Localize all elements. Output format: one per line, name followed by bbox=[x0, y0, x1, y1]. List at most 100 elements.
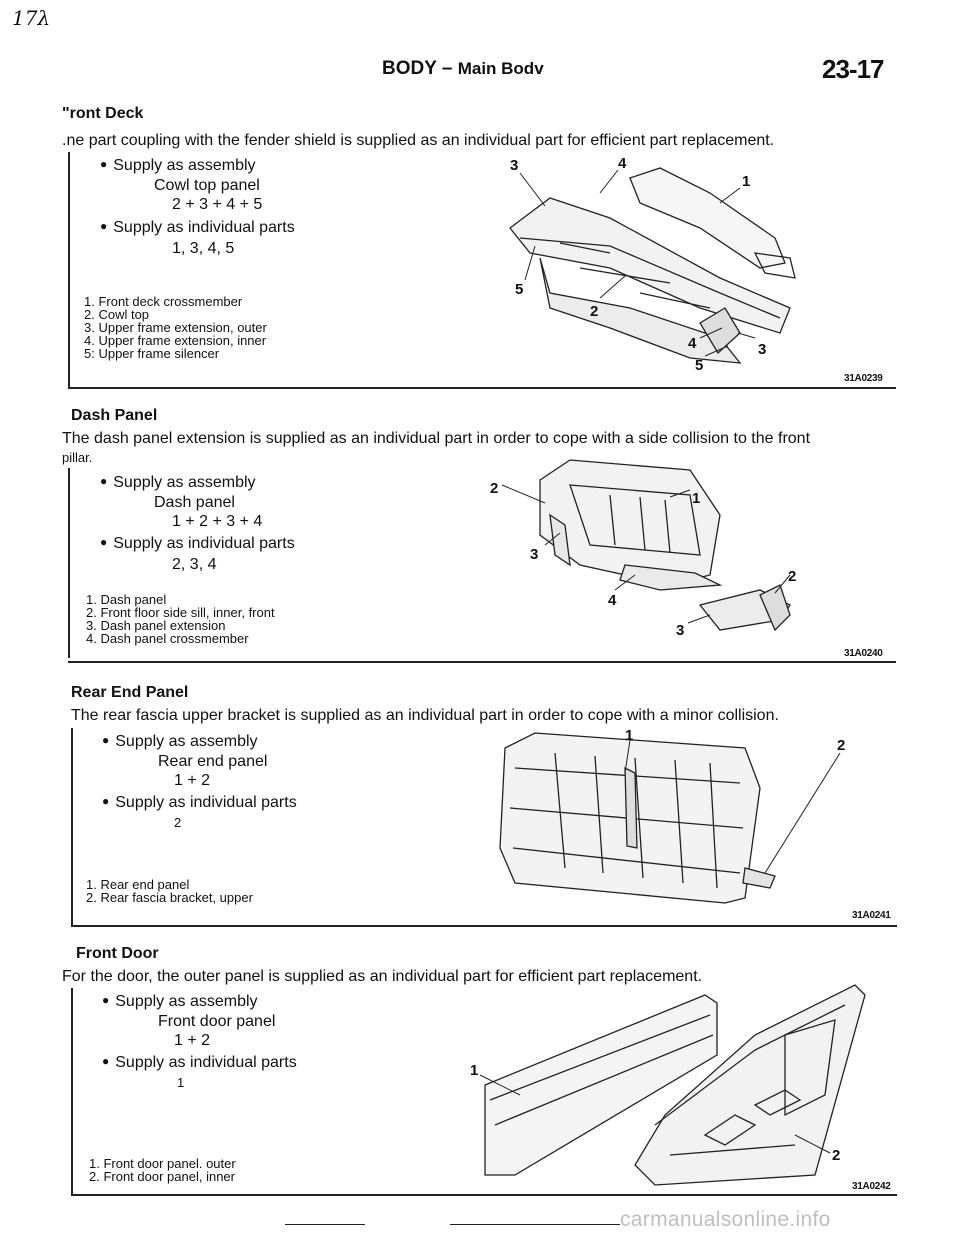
bullet-label: Supply as assembly bbox=[115, 733, 258, 750]
front-deck-bottom-rule bbox=[68, 387, 896, 389]
rear-end-panel-assembly-name: Rear end panel bbox=[158, 753, 268, 770]
rear-end-panel-text: The rear fascia upper bracket is supplie… bbox=[71, 707, 779, 724]
front-door-left-rule bbox=[71, 988, 73, 1194]
legend-item: 2. Rear fascia bracket, upper bbox=[86, 890, 253, 905]
footer-rule-left bbox=[285, 1224, 365, 1225]
front-door-bullet-assembly: ● Supply as assembly bbox=[102, 993, 258, 1011]
dash-panel-title: Dash Panel bbox=[71, 407, 158, 424]
rear-end-panel-title: Rear End Panel bbox=[71, 684, 189, 701]
bullet-label: Supply as assembly bbox=[113, 157, 256, 174]
legend-item: 1. Dash panel bbox=[86, 592, 167, 607]
callout-label: 5 bbox=[695, 357, 703, 374]
bullet-dot-icon: ● bbox=[102, 993, 110, 1007]
rear-end-panel-bullet-assembly: ● Supply as assembly bbox=[102, 733, 258, 751]
bullet-dot-icon: ● bbox=[100, 219, 108, 233]
legend-item: 2. Cowl top bbox=[84, 307, 150, 322]
front-deck-left-rule bbox=[68, 152, 70, 388]
dash-panel-individual-parts: 2, 3, 4 bbox=[172, 556, 217, 573]
legend-item: 5: Upper frame silencer bbox=[84, 346, 220, 361]
header-dash: – bbox=[441, 58, 453, 79]
front-door-text: For the door, the outer panel is supplie… bbox=[62, 968, 703, 985]
front-door-figure-code: 31A0242 bbox=[852, 1181, 891, 1192]
watermark: carmanualsonline.info bbox=[620, 1208, 831, 1231]
dash-panel-assembly-name: Dash panel bbox=[154, 494, 235, 511]
callout-label: 4 bbox=[688, 335, 697, 352]
callout-label: 4 bbox=[618, 155, 627, 172]
callout-label: 3 bbox=[676, 622, 684, 639]
front-door-bullet-individual: ● Supply as individual parts bbox=[102, 1054, 297, 1072]
callout-label: 2 bbox=[832, 1147, 840, 1164]
front-door-bottom-rule bbox=[71, 1194, 897, 1196]
dash-panel-left-rule bbox=[68, 468, 70, 658]
bullet-label: Supply as individual parts bbox=[115, 794, 297, 811]
front-deck-bullet-individual: ● Supply as individual parts bbox=[100, 219, 295, 237]
page-header: BODY – Main Bodv 23-17 bbox=[0, 54, 960, 88]
legend-item: 2. Front floor side sill, inner, front bbox=[86, 605, 275, 620]
front-deck-title: "ront Deck bbox=[62, 105, 144, 122]
bullet-dot-icon: ● bbox=[100, 535, 108, 549]
front-door-illustration: 1 2 bbox=[470, 984, 866, 1186]
callout-label: 4 bbox=[608, 592, 617, 609]
legend-item: 1. Front door panel. outer bbox=[89, 1156, 236, 1171]
dash-panel-assembly-parts: 1 + 2 + 3 + 4 bbox=[172, 513, 263, 530]
bullet-label: Supply as assembly bbox=[115, 993, 258, 1010]
dash-panel-illustration: 2 1 3 2 4 3 bbox=[490, 459, 796, 639]
callout-label: 3 bbox=[510, 157, 518, 174]
callout-label: 5 bbox=[515, 281, 523, 298]
rear-end-panel-bottom-rule bbox=[71, 925, 897, 927]
legend-item: 1. Rear end panel bbox=[86, 877, 190, 892]
callout-label: 3 bbox=[530, 546, 538, 563]
legend-item: 2. Front door panel, inner bbox=[89, 1169, 235, 1184]
rear-end-panel-left-rule bbox=[71, 728, 73, 926]
dash-panel-legend: 1. Dash panel 2. Front floor side sill, … bbox=[86, 593, 275, 645]
front-deck-text: .ne part coupling with the fender shield… bbox=[62, 132, 775, 149]
legend-item: 4. Dash panel crossmember bbox=[86, 631, 249, 646]
legend-item: 4. Upper frame extension, inner bbox=[84, 333, 267, 348]
front-door-individual-parts: 1 bbox=[177, 1075, 185, 1090]
callout-label: 1 bbox=[692, 490, 700, 507]
rear-end-panel-assembly-parts: 1 + 2 bbox=[174, 772, 211, 789]
callout-label: 2 bbox=[837, 737, 845, 754]
front-deck-illustration: 3 4 1 5 2 4 5 3 bbox=[509, 155, 796, 374]
callout-label: 2 bbox=[590, 303, 598, 320]
rear-end-panel-bullet-individual: ● Supply as individual parts bbox=[102, 794, 297, 812]
callout-label: 1 bbox=[470, 1062, 478, 1079]
dash-panel-text-line2: pillar. bbox=[62, 450, 93, 465]
rear-end-panel-legend: 1. Rear end panel 2. Rear fascia bracket… bbox=[86, 878, 253, 904]
front-deck-assembly-name: Cowl top panel bbox=[154, 177, 260, 194]
bullet-dot-icon: ● bbox=[102, 794, 110, 808]
callout-label: 3 bbox=[758, 341, 766, 358]
front-deck-legend: 1. Front deck crossmember 2. Cowl top 3.… bbox=[84, 295, 267, 360]
margin-note: 17λ bbox=[12, 6, 51, 30]
front-deck-assembly-parts: 2 + 3 + 4 + 5 bbox=[172, 196, 263, 213]
rear-end-panel-illustration: 1 2 bbox=[499, 727, 845, 904]
dash-panel-text-line1: The dash panel extension is supplied as … bbox=[62, 430, 811, 447]
header-title-rest: Main Bodv bbox=[457, 59, 544, 78]
bullet-dot-icon: ● bbox=[100, 157, 108, 171]
front-door-legend: 1. Front door panel. outer 2. Front door… bbox=[89, 1157, 236, 1183]
dash-panel-figure-code: 31A0240 bbox=[844, 648, 883, 659]
dash-panel-bottom-rule bbox=[68, 661, 896, 663]
rear-end-panel-individual-parts: 2 bbox=[174, 815, 182, 830]
callout-label: 2 bbox=[490, 480, 498, 497]
front-door-assembly-name: Front door panel bbox=[158, 1013, 276, 1030]
bullet-label: Supply as individual parts bbox=[115, 1054, 297, 1071]
front-deck-figure-code: 31A0239 bbox=[844, 373, 883, 384]
header-title: BODY – Main Bodv bbox=[382, 58, 544, 80]
legend-item: 3. Upper frame extension, outer bbox=[84, 320, 267, 335]
page-number: 23-17 bbox=[822, 54, 884, 84]
bullet-dot-icon: ● bbox=[102, 1054, 110, 1068]
front-deck-bullet-assembly: ● Supply as assembly bbox=[100, 157, 256, 175]
callout-label: 1 bbox=[742, 173, 750, 190]
dash-panel-bullet-assembly: ●Supply as assembly bbox=[100, 474, 256, 492]
front-deck-individual-parts: 1, 3, 4, 5 bbox=[172, 240, 235, 257]
dash-panel-bullet-individual: ●Supply as individual parts bbox=[100, 535, 295, 553]
bullet-dot-icon: ● bbox=[102, 733, 110, 747]
bullet-dot-icon: ● bbox=[100, 474, 108, 488]
legend-item: 3. Dash panel extension bbox=[86, 618, 226, 633]
bullet-label: Supply as individual parts bbox=[113, 219, 295, 236]
legend-item: 1. Front deck crossmember bbox=[84, 294, 243, 309]
callout-label: 1 bbox=[625, 727, 633, 744]
header-title-bold: BODY bbox=[382, 58, 437, 79]
rear-end-panel-figure-code: 31A0241 bbox=[852, 910, 891, 921]
